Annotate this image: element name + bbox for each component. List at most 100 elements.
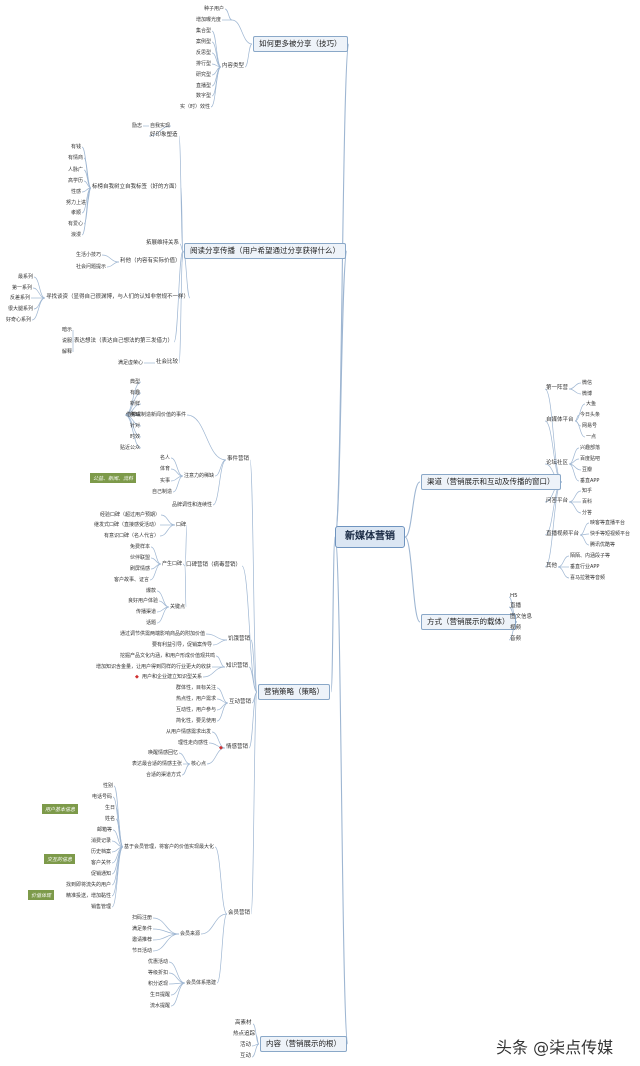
connector bbox=[205, 633, 228, 641]
mindmap-node: 合适的渠道方式 bbox=[146, 771, 182, 778]
mindmap-node: 优惠活动 bbox=[148, 958, 169, 965]
mindmap-node: 自己制造 bbox=[152, 488, 173, 495]
mindmap-node: 新鲜 bbox=[130, 400, 141, 407]
mindmap-node: 很大腿系列 bbox=[8, 305, 34, 312]
mindmap-node: 其他 bbox=[546, 563, 558, 569]
mindmap-node: 生活小技巧 bbox=[76, 251, 102, 258]
connector bbox=[544, 388, 563, 483]
mindmap-node: 找到即将流失的用户 bbox=[66, 881, 112, 888]
mindmap-node: 好印象塑造 bbox=[150, 132, 178, 138]
connector bbox=[33, 276, 46, 299]
mindmap-node: 简化性，要见使用 bbox=[176, 717, 217, 724]
connector bbox=[156, 606, 170, 624]
mindmap-node: 研究型 bbox=[196, 71, 212, 78]
mindmap-node: 有钱 bbox=[71, 143, 82, 150]
mindmap-node: 通过调节供需两端影响商品的附加价值 bbox=[120, 630, 206, 637]
mindmap-node: 针对 bbox=[130, 422, 141, 429]
mindmap-node: 排行型 bbox=[196, 60, 212, 67]
mindmap-node: 邮箱等 bbox=[97, 826, 113, 833]
connector bbox=[214, 846, 228, 915]
connector bbox=[574, 420, 586, 438]
mindmap-node: 互动 bbox=[240, 1053, 252, 1059]
mindmap-node: 基于会员管理，将客户的价值实现最大化 bbox=[124, 843, 215, 850]
connector bbox=[216, 702, 229, 722]
mindmap-node: 稀缺 bbox=[130, 411, 141, 418]
mindmap-node: 内容类型 bbox=[222, 63, 245, 69]
connector bbox=[250, 639, 258, 693]
mindmap-node: 人脉广 bbox=[68, 166, 84, 173]
mindmap-node: 今日头条 bbox=[580, 411, 601, 418]
mindmap-node: 自媒体平台 bbox=[546, 417, 574, 423]
mindmap-node: 大鱼 bbox=[586, 400, 597, 407]
mindmap-node: 微博 bbox=[582, 390, 593, 397]
mindmap-node: 满足条件 bbox=[132, 925, 153, 932]
connector bbox=[81, 187, 92, 193]
mindmap-node: 等级折扣 bbox=[148, 969, 169, 976]
mindmap-node: 实事 bbox=[160, 477, 171, 484]
mindmap-node: 腾讯优酷等 bbox=[590, 541, 616, 548]
connector bbox=[184, 565, 187, 608]
connector bbox=[249, 459, 258, 693]
connector bbox=[33, 297, 46, 310]
mindmap-node: 互动营销 bbox=[229, 699, 252, 705]
mindmap-node: 会员来源 bbox=[180, 930, 201, 937]
connector bbox=[101, 254, 120, 263]
mindmap-node: 刷屏情感 bbox=[130, 565, 151, 572]
connector bbox=[178, 250, 184, 364]
connector bbox=[184, 524, 188, 567]
connector bbox=[83, 157, 92, 189]
connector bbox=[214, 459, 227, 477]
mindmap-node: 标榜自我树立自我标签（好的方面） bbox=[92, 184, 181, 190]
mindmap-node: 增加知识含金量，让用户得到同样的行业更大的收获 bbox=[96, 663, 212, 670]
mindmap-node: 知识营销 bbox=[226, 663, 249, 669]
mindmap-node: 要有利益引导，促销案传导 bbox=[152, 641, 213, 648]
mindmap-node: 时效 bbox=[130, 433, 141, 440]
connector bbox=[170, 982, 186, 996]
connector bbox=[156, 590, 170, 608]
connector bbox=[210, 66, 222, 108]
connector bbox=[568, 382, 582, 390]
connector bbox=[181, 763, 191, 776]
mindmap-node: 关键点 bbox=[170, 603, 186, 610]
mindmap-node: 经验口碑（超过用户预期） bbox=[100, 511, 161, 518]
mindmap-node: 免费样本 bbox=[130, 543, 151, 550]
mindmap-node: 百度贴吧 bbox=[580, 455, 601, 462]
mindmap-node: H5 bbox=[510, 593, 518, 599]
connector bbox=[200, 913, 228, 935]
mindmap-node: 口碑营销（病毒营销） bbox=[186, 562, 242, 568]
connector bbox=[206, 747, 226, 765]
node-tag: 公益、新闻、流料 bbox=[90, 473, 137, 483]
mindmap-node: 体育 bbox=[160, 465, 171, 472]
mindmap-node: 流水提醒 bbox=[150, 1002, 171, 1009]
connector bbox=[251, 1043, 260, 1058]
mindmap-node: 拓展维持关系 bbox=[146, 240, 180, 246]
mindmap-node: 微信 bbox=[582, 379, 593, 386]
connector bbox=[212, 639, 228, 646]
mindmap-node: 说服 bbox=[62, 337, 73, 344]
mindmap-node: 豆瓣 bbox=[582, 466, 593, 473]
mindmap-node: 有意识口碑（名人代言） bbox=[104, 532, 160, 539]
mindmap-node: 反思型 bbox=[196, 49, 212, 56]
mindmap-node: 陌陌、内涵段子等 bbox=[570, 552, 611, 559]
mindmap-node: 励志 bbox=[132, 122, 143, 129]
connector bbox=[568, 501, 582, 514]
connector bbox=[168, 961, 186, 984]
mindmap-node: 案例型 bbox=[196, 38, 212, 45]
connector bbox=[186, 414, 227, 461]
connector bbox=[508, 621, 518, 641]
mindmap-node: 解释 bbox=[62, 348, 73, 355]
connector bbox=[124, 414, 142, 449]
mindmap-node: 用户和企业建立知识型关系 bbox=[142, 673, 203, 680]
connector bbox=[168, 972, 186, 984]
mindmap-node: 节日活动 bbox=[132, 947, 153, 954]
branch-node: 如何更多被分享（技巧） bbox=[253, 36, 348, 52]
mindmap-node: 邀请推荐 bbox=[132, 936, 153, 943]
mindmap-node: 电话号码 bbox=[92, 793, 113, 800]
mindmap-node: 产生口碑 bbox=[162, 560, 183, 567]
mindmap-node: 满足虚荣心 bbox=[118, 359, 144, 366]
connector bbox=[215, 655, 226, 668]
mindmap-node: 快手等短视频平台 bbox=[590, 530, 631, 537]
priority-star-icon: ◆ bbox=[219, 745, 223, 751]
mindmap-node: 直播型 bbox=[196, 82, 212, 89]
mindmap-node: 问答平台 bbox=[546, 498, 569, 504]
